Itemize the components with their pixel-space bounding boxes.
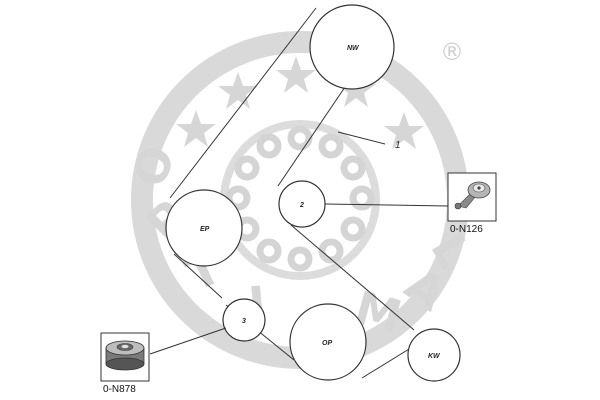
star-icon: [384, 112, 424, 149]
svg-text:O: O: [122, 139, 186, 194]
belt-segment: [169, 7, 317, 199]
star-icon: [276, 56, 316, 93]
idler-leader: [149, 327, 227, 355]
pulley-label: KW: [428, 353, 441, 360]
star-icon: [218, 72, 258, 109]
pulley-op: OP: [289, 303, 367, 381]
idler-pulley-icon: [105, 340, 145, 371]
belt-segment: [173, 253, 223, 299]
belt-segment: [290, 224, 415, 331]
pulley-tensioner: 2: [278, 180, 326, 228]
part-code: 0-N126: [450, 224, 483, 235]
tensioner-leader: [324, 203, 449, 207]
belt-callout-leader: [337, 131, 386, 145]
pulley-nw: NW: [309, 4, 395, 90]
part-code: 0-N878: [103, 384, 136, 395]
belt-segment: [277, 86, 346, 187]
pulley-label: 3: [242, 318, 246, 325]
belt-callout-label: 1: [395, 140, 401, 151]
part-box-idler: 0-N878: [100, 332, 150, 395]
pulley-label: EP: [200, 226, 210, 233]
part-box-tensioner: 0-N126: [447, 172, 497, 235]
pulley-label: OP: [322, 340, 332, 347]
registered-mark: ®: [440, 38, 464, 66]
pulley-kw: KW: [407, 328, 461, 382]
tensioner-pulley-icon: [454, 181, 491, 210]
pulley-label: NW: [347, 45, 360, 52]
pulley-label: 2: [299, 202, 304, 209]
star-icon: [176, 110, 216, 147]
pulley-ep: EP: [165, 189, 243, 267]
pulley-idler: 3: [222, 298, 266, 342]
